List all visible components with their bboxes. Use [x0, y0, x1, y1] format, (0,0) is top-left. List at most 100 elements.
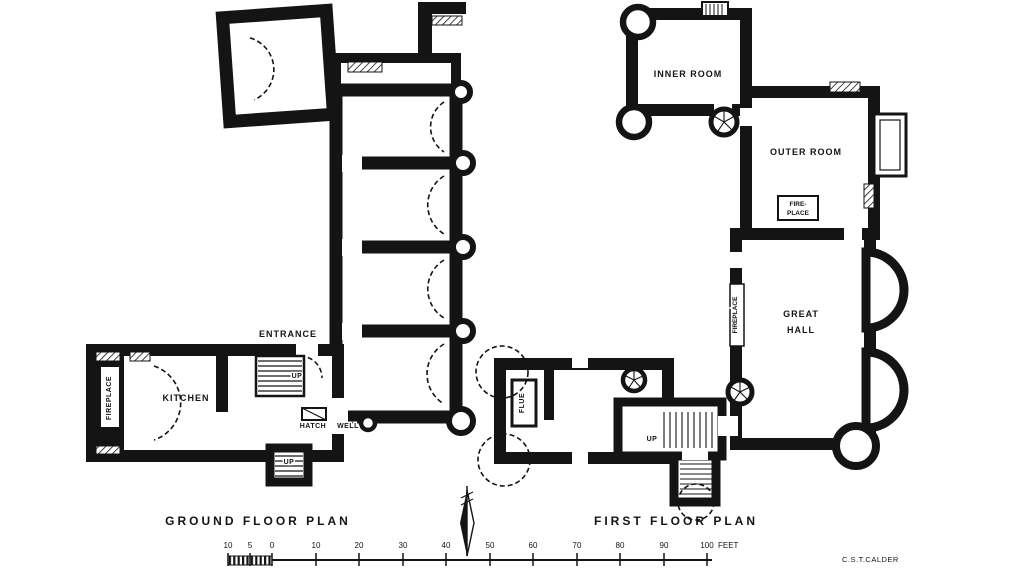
- inner-room-walls: [626, 8, 752, 116]
- round-turret: [619, 3, 657, 41]
- tower-vault-arc: [249, 37, 275, 101]
- turret: [450, 318, 476, 344]
- scale-tick-label: 50: [486, 541, 495, 550]
- ground-floor-caption: GROUND FLOOR PLAN: [165, 514, 351, 528]
- up-label: UP: [292, 373, 303, 380]
- scale-tick-label: 40: [442, 541, 451, 550]
- hatch-diagonal: [301, 407, 327, 421]
- range-room-1: [329, 83, 463, 170]
- masonry-hatch: [863, 183, 875, 209]
- door-opening: [740, 108, 754, 126]
- fireplace-recess: [99, 365, 121, 429]
- first-floor-caption: FIRST FLOOR PLAN: [594, 514, 758, 528]
- inner-room-label: INNER ROOM: [654, 69, 723, 79]
- fireplace-label-box: [777, 195, 819, 221]
- range-room-2: [329, 156, 463, 254]
- turret: [450, 150, 476, 176]
- bow-window: [861, 247, 909, 333]
- ruin-fragment: [418, 2, 466, 56]
- scale-ticks: [227, 553, 708, 566]
- stair-steps: [275, 455, 303, 477]
- scale-tick-label: 20: [355, 541, 364, 550]
- masonry-hatch: [129, 351, 151, 362]
- scale-tick-label: 70: [573, 541, 582, 550]
- flue-box: [510, 378, 538, 428]
- scale-tick-label: 0: [270, 541, 275, 550]
- great-hall-walls: [730, 228, 876, 450]
- vault-arcs: [426, 101, 445, 405]
- great-hall-label-line1: GREAT: [783, 309, 819, 319]
- kitchen-partition-wall: [216, 356, 228, 412]
- scale-tick-label: 30: [399, 541, 408, 550]
- scale-tick-label: 10: [312, 541, 321, 550]
- door-openings: [342, 155, 362, 340]
- scale-tick-label: 5: [248, 541, 253, 550]
- well: [358, 413, 378, 433]
- corner-turret: [832, 422, 880, 470]
- masonry-hatch: [95, 445, 121, 455]
- range-room-3: [329, 240, 463, 338]
- turret-outline-dashed: [475, 345, 529, 399]
- scale-tick-label: 80: [616, 541, 625, 550]
- door-opening: [682, 448, 708, 460]
- masonry-hatch: [431, 15, 463, 26]
- scale-tick-label: 10: [224, 541, 233, 550]
- turret: [449, 80, 473, 104]
- up-label: UP: [284, 459, 295, 466]
- oriel-window-inner: [879, 119, 901, 171]
- scale-tick-label: 100: [700, 541, 714, 550]
- entrance-label: ENTRANCE: [259, 329, 317, 339]
- stair-steps: [258, 360, 302, 392]
- masonry-hatch: [829, 81, 861, 93]
- scale-tick-label: 60: [529, 541, 538, 550]
- ground-floor-plan: ENTRANCE KITCHEN FIREPLACE UP HATCH WELL…: [86, 2, 476, 528]
- tower-group: [215, 3, 341, 129]
- spiral-stair-treads: [728, 381, 751, 403]
- kitchen-label: KITCHEN: [163, 393, 210, 403]
- scale-tick-label: 90: [660, 541, 669, 550]
- door-opening: [718, 416, 738, 436]
- scale-bar: 10 5 0 10 20 30 40 50 60 70 80 90 100 FE…: [224, 541, 739, 566]
- north-arrow: [460, 486, 475, 557]
- great-hall-label-line2: HALL: [787, 325, 815, 335]
- outer-room-label: OUTER ROOM: [770, 147, 842, 157]
- window-recess: [728, 252, 744, 268]
- scale-unit-label: FEET: [718, 541, 739, 550]
- passage-opening: [326, 398, 348, 434]
- range-room-4: [329, 324, 463, 424]
- stair-steps: [680, 463, 712, 495]
- kitchen-vault-arc: [153, 365, 182, 441]
- wing-partition-wall: [544, 368, 554, 420]
- masonry-hatch: [347, 61, 383, 73]
- north-arrow-right-half: [466, 489, 475, 557]
- well-label: WELL: [337, 423, 359, 430]
- fireplace-box-label-line2: PLACE: [787, 210, 810, 217]
- flue-label: FLUE: [519, 393, 526, 413]
- fireplace-box-label-line1: FIRE-: [790, 201, 807, 208]
- spiral-stair-treads: [623, 370, 644, 390]
- north-arrow-left-half: [460, 490, 467, 556]
- fireplace-label: FIREPLACE: [732, 296, 739, 334]
- stair-steps: [663, 412, 713, 448]
- stair-steps: [705, 4, 723, 15]
- fireplace-label: FIREPLACE: [106, 376, 113, 420]
- tower-walls: [215, 3, 341, 129]
- corner-turret: [446, 406, 476, 436]
- north-arrow-fletching: [460, 491, 474, 506]
- entrance-opening: [296, 344, 318, 356]
- turret: [450, 234, 476, 260]
- turret-outline-dashed: [477, 433, 531, 487]
- credit-signature: C.S.T.CALDER: [842, 555, 899, 564]
- spiral-stair-treads: [711, 110, 736, 135]
- window-recess: [572, 356, 588, 368]
- masonry-hatch: [95, 351, 121, 362]
- bow-window: [861, 347, 909, 433]
- turret-outline-dashed: [677, 483, 715, 521]
- first-floor-plan: INNER ROOM OUTER ROOM FIRE- PLACE GREAT …: [475, 1, 909, 528]
- fireplace-recess: [729, 283, 745, 347]
- hatch-label: HATCH: [300, 423, 326, 430]
- up-label: UP: [647, 436, 658, 443]
- door-opening: [844, 226, 862, 240]
